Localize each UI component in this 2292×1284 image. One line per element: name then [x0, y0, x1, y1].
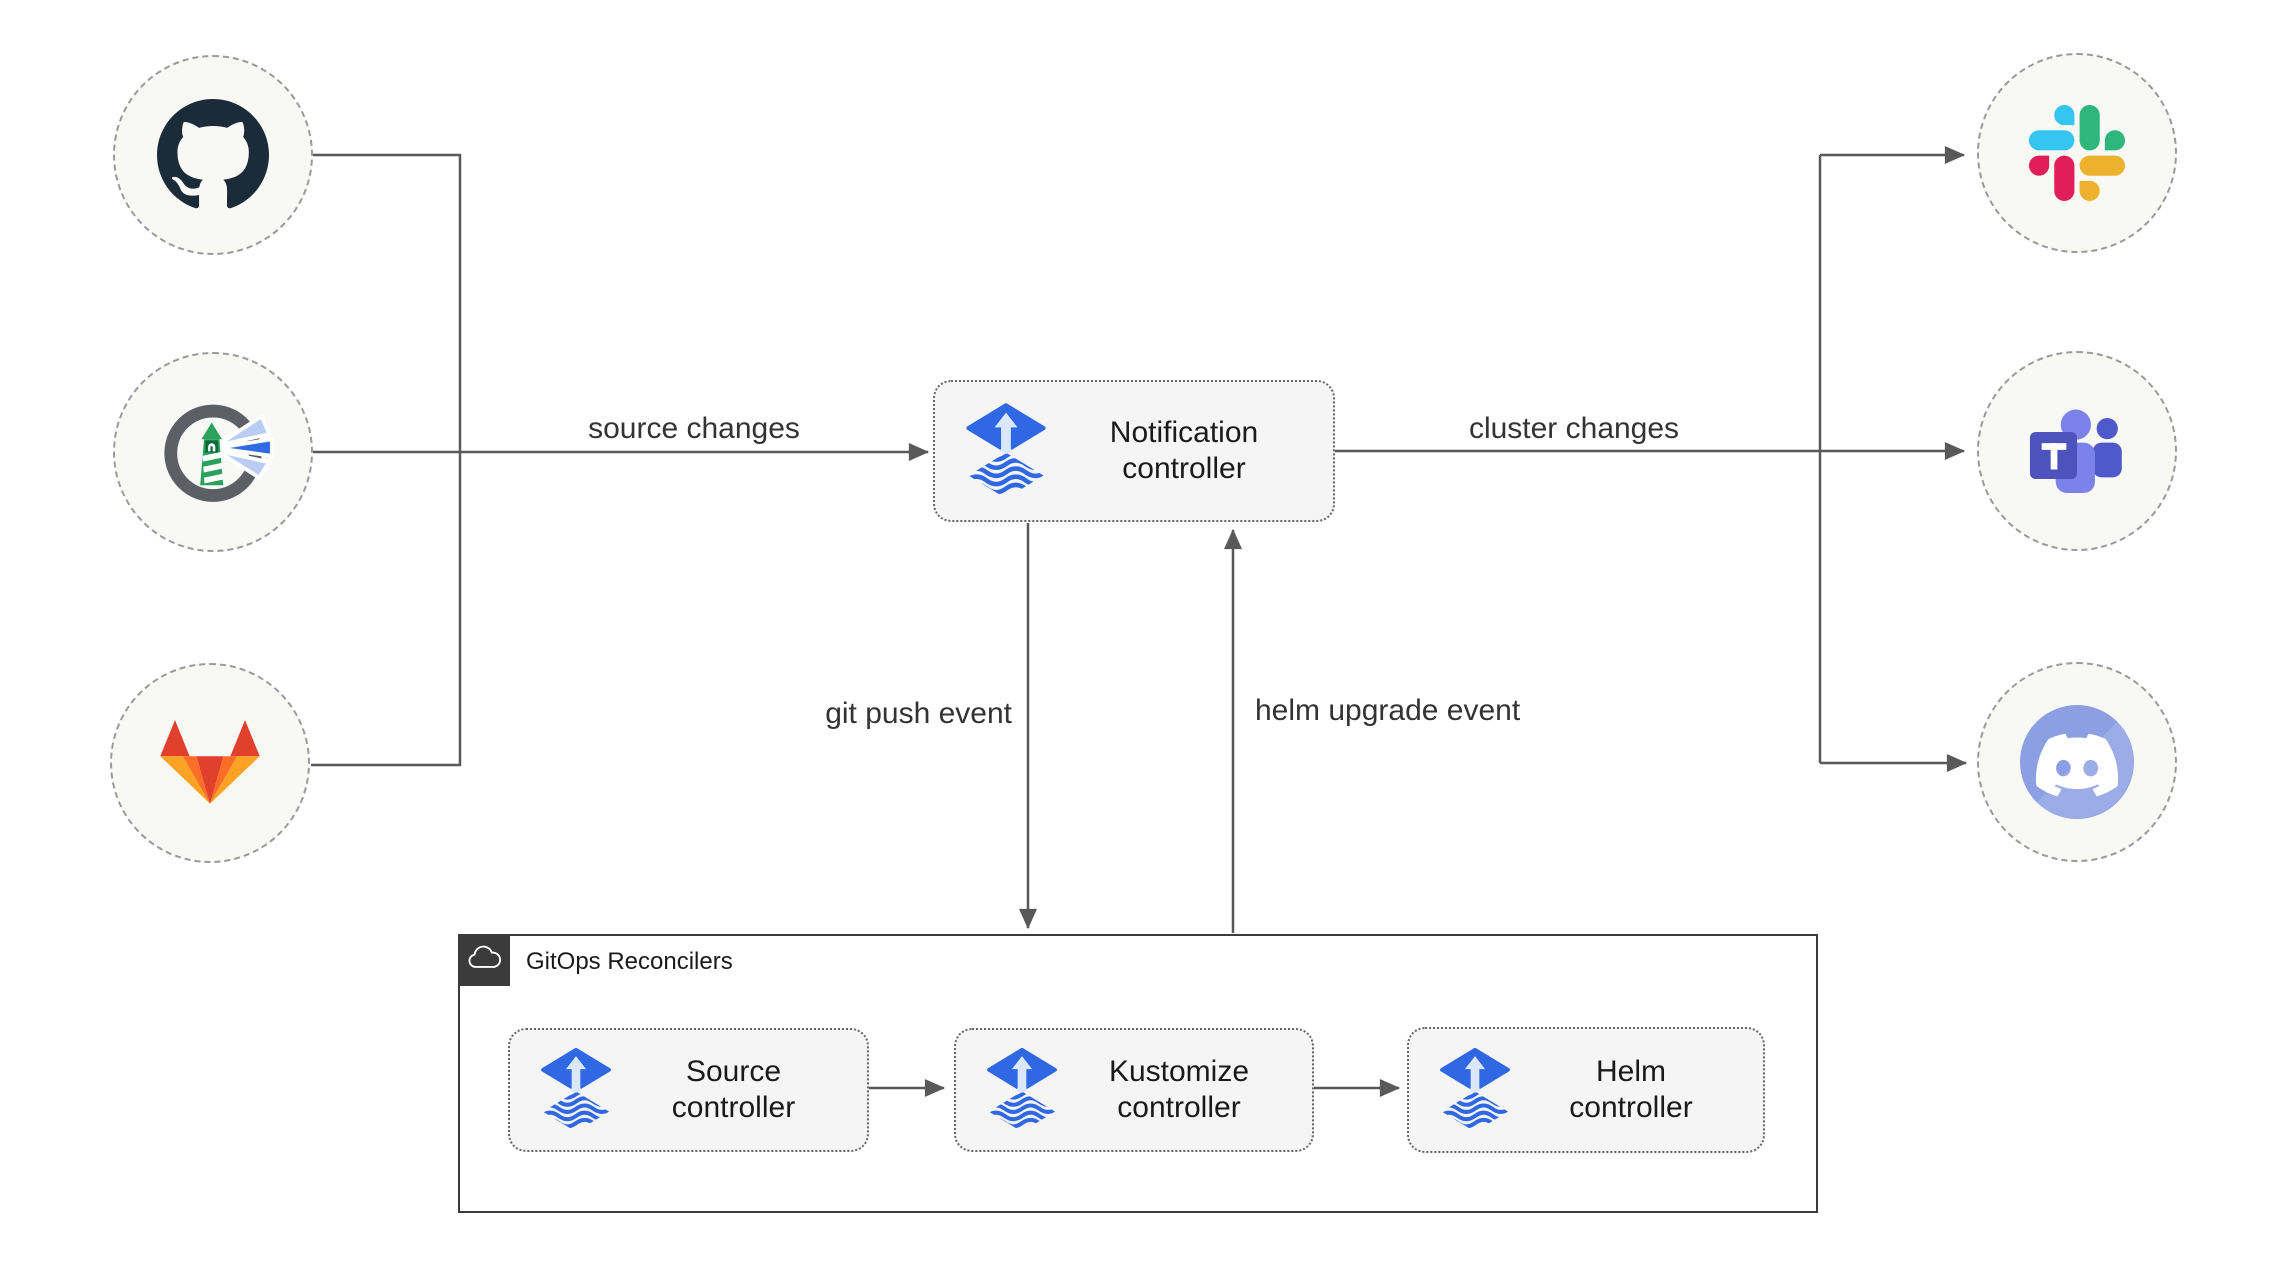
- container-title: GitOps Reconcilers: [526, 948, 733, 975]
- edge-label-git-push-event: git push event: [825, 697, 1012, 730]
- edge-label-helm-upgrade-event: helm upgrade event: [1255, 694, 1521, 727]
- edge-label-source-changes: source changes: [588, 412, 800, 445]
- kustomize-controller-node: Kustomize controller: [954, 1028, 1314, 1152]
- gitops-reconcilers-container: GitOps Reconcilers Source controller Kus…: [458, 934, 1818, 1213]
- gitlab-icon: [160, 720, 260, 804]
- edge-sources-bus: [311, 153, 462, 767]
- slack-node: [1977, 53, 2177, 253]
- github-node: [113, 55, 313, 255]
- source-controller-node: Source controller: [508, 1028, 869, 1152]
- discord-icon: [2020, 705, 2134, 819]
- cloud-icon: [468, 945, 502, 968]
- flux-icon: [540, 1046, 612, 1134]
- teams-icon: [2029, 409, 2122, 493]
- notification-controller-node: Notification controller: [933, 380, 1335, 522]
- gitlab-node: [110, 663, 310, 863]
- harbor-node: [113, 352, 313, 552]
- flux-icon: [1439, 1046, 1511, 1134]
- flux-icon: [986, 1046, 1058, 1134]
- discord-node: [1977, 662, 2177, 862]
- helm-controller-node: Helm controller: [1407, 1027, 1765, 1153]
- github-icon: [157, 99, 269, 209]
- slack-icon: [2029, 105, 2125, 201]
- teams-node: [1977, 351, 2177, 551]
- notification-controller-label: Notification controller: [1109, 416, 1259, 485]
- flux-icon: [965, 402, 1047, 500]
- source-controller-label: Source controller: [671, 1055, 796, 1124]
- helm-controller-label: Helm controller: [1569, 1055, 1693, 1124]
- kustomize-controller-label: Kustomize controller: [1108, 1055, 1250, 1124]
- harbor-icon: [164, 404, 274, 502]
- container-badge: [458, 934, 510, 986]
- edge-label-cluster-changes: cluster changes: [1468, 412, 1680, 445]
